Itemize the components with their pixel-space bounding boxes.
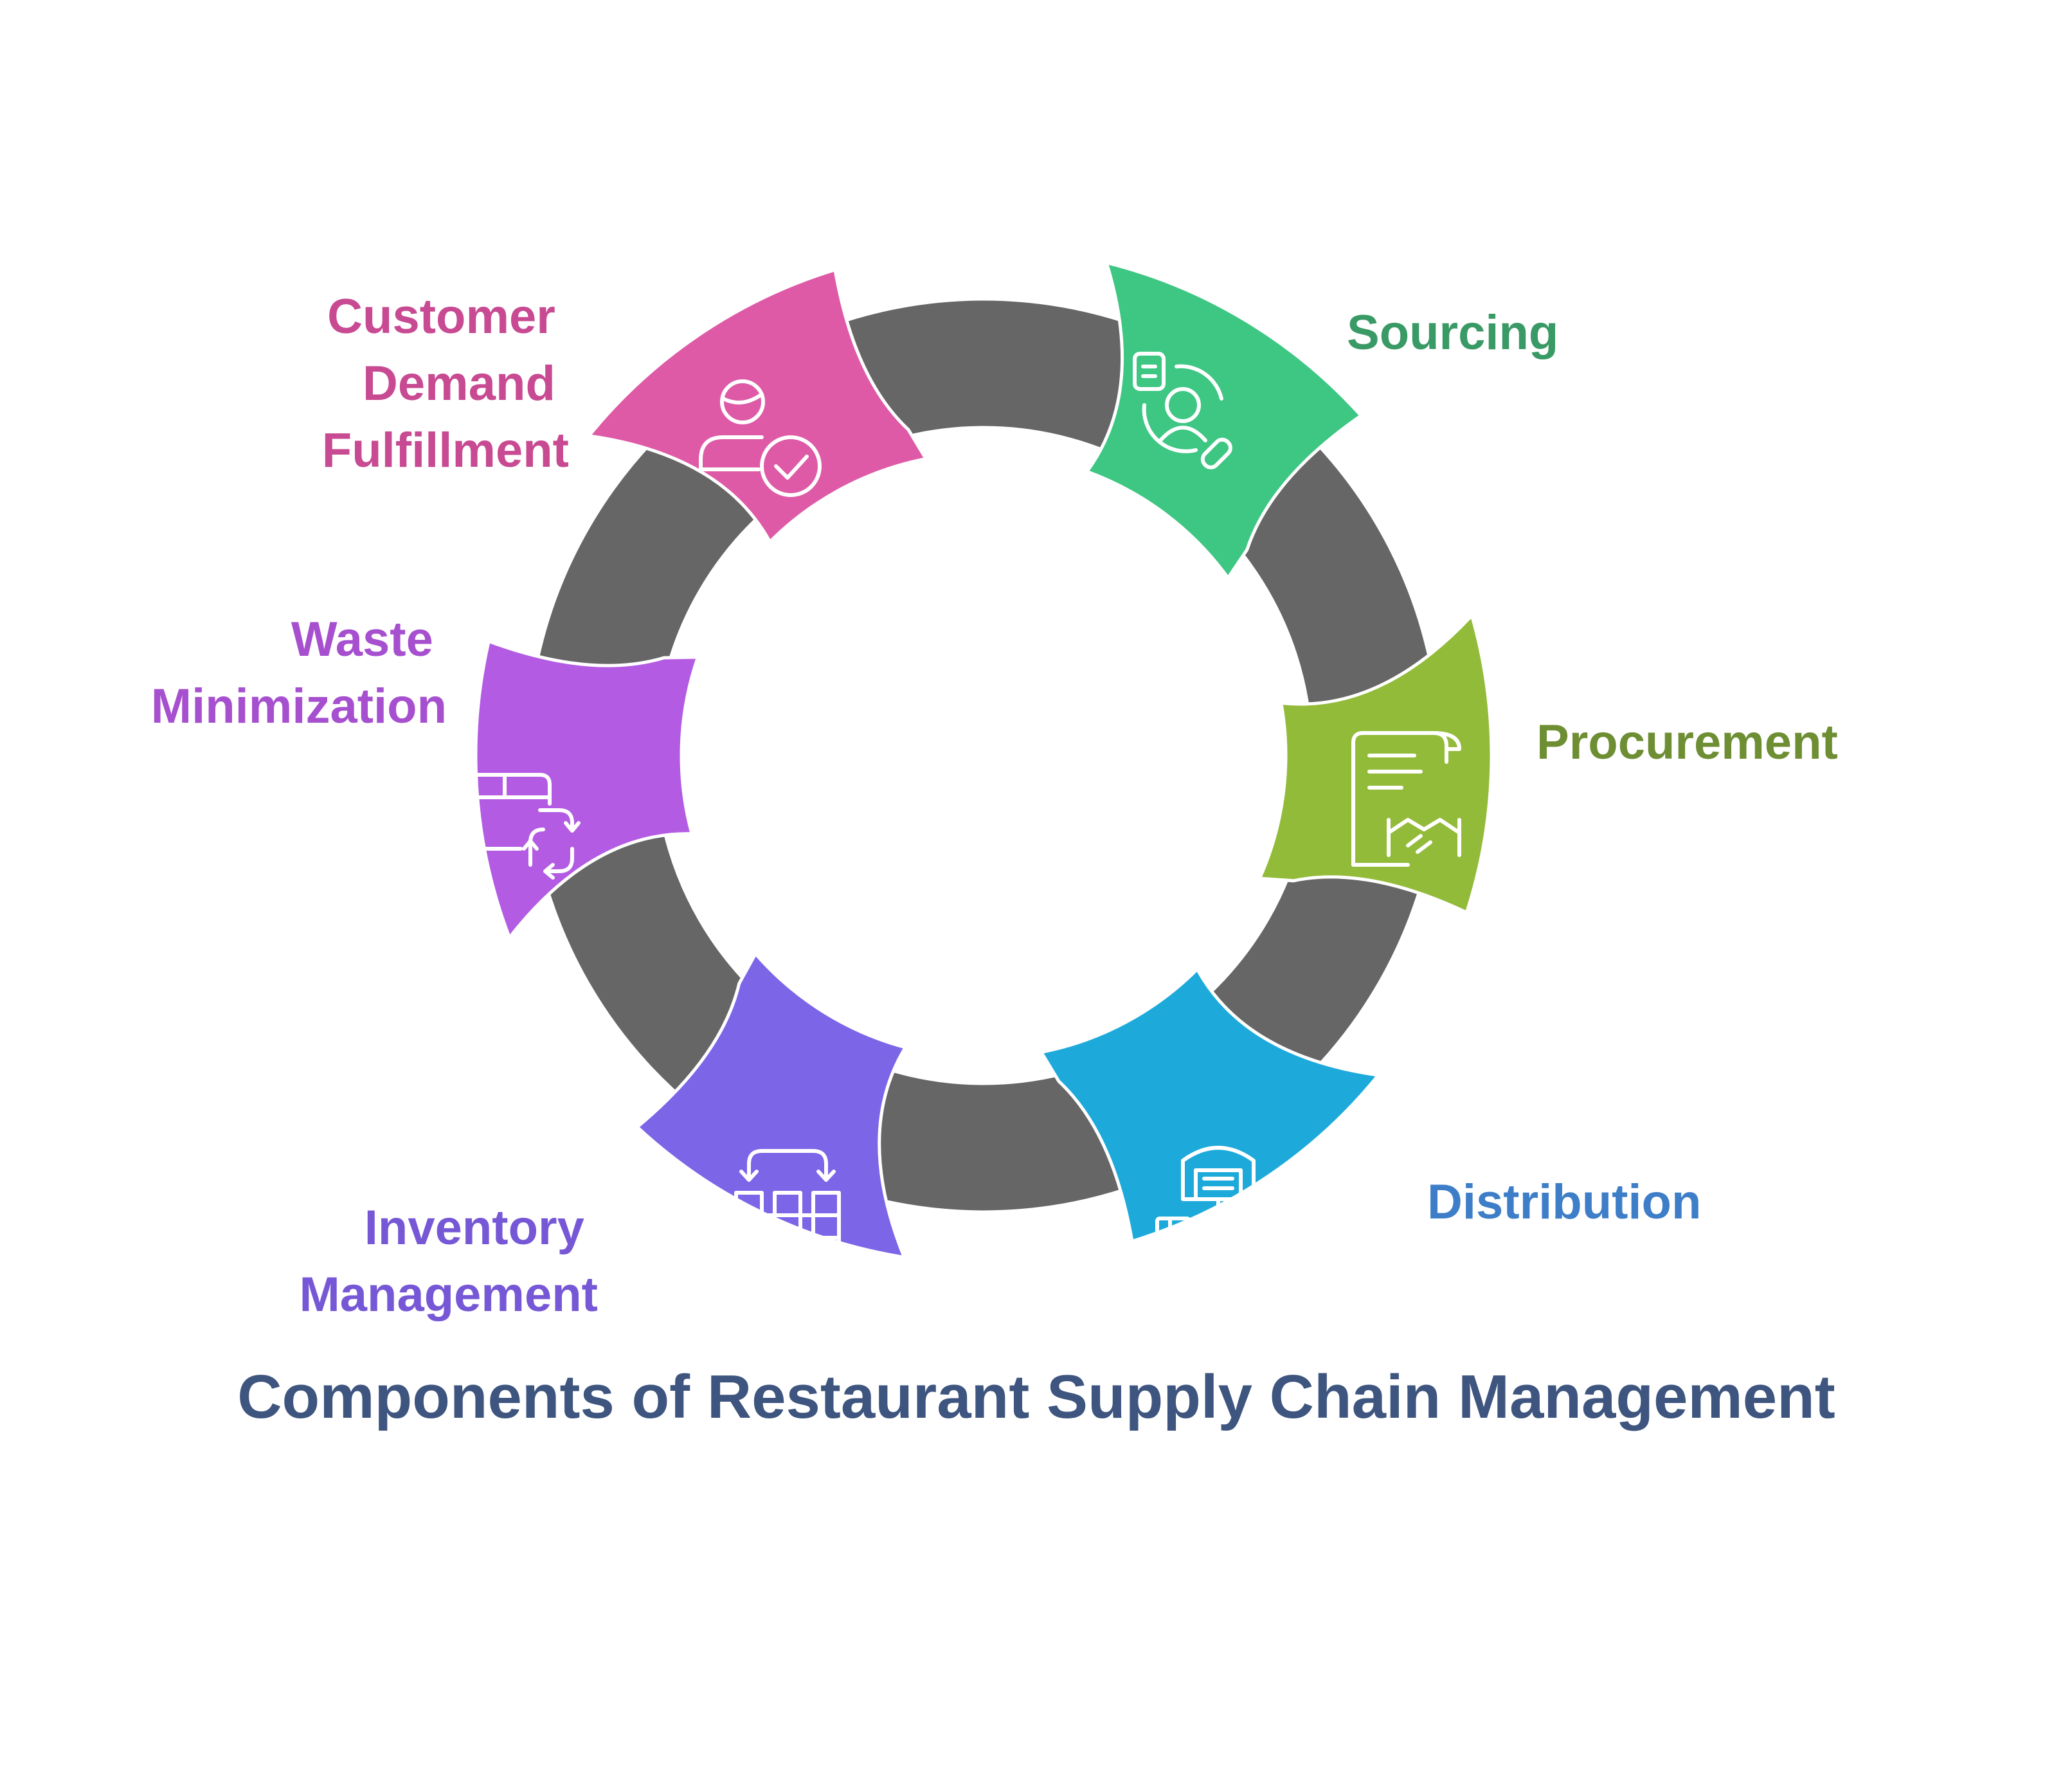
customer-check-icon xyxy=(699,379,822,497)
segment-procurement xyxy=(1257,612,1493,915)
diagram-title: Components of Restaurant Supply Chain Ma… xyxy=(237,1362,1835,1431)
warehouse-network-icon xyxy=(1155,1146,1281,1249)
contract-handshake-icon xyxy=(1351,731,1461,867)
label-waste: Waste Minimization xyxy=(151,612,447,734)
label-sourcing: Sourcing xyxy=(1347,305,1558,360)
segment-sourcing xyxy=(1084,260,1364,581)
label-distribution: Distribution xyxy=(1427,1175,1701,1229)
supplier-search-icon xyxy=(1133,352,1232,469)
recycle-box-icon xyxy=(467,773,581,880)
label-inventory: Inventory Management xyxy=(299,1200,598,1322)
label-procurement: Procurement xyxy=(1536,715,1838,770)
cycle-ring xyxy=(525,297,1442,1214)
stock-shelves-icon xyxy=(734,1149,841,1262)
label-customer: Customer Demand Fulfillment xyxy=(322,289,569,478)
segment-customer xyxy=(586,267,929,545)
segment-inventory xyxy=(635,951,908,1260)
